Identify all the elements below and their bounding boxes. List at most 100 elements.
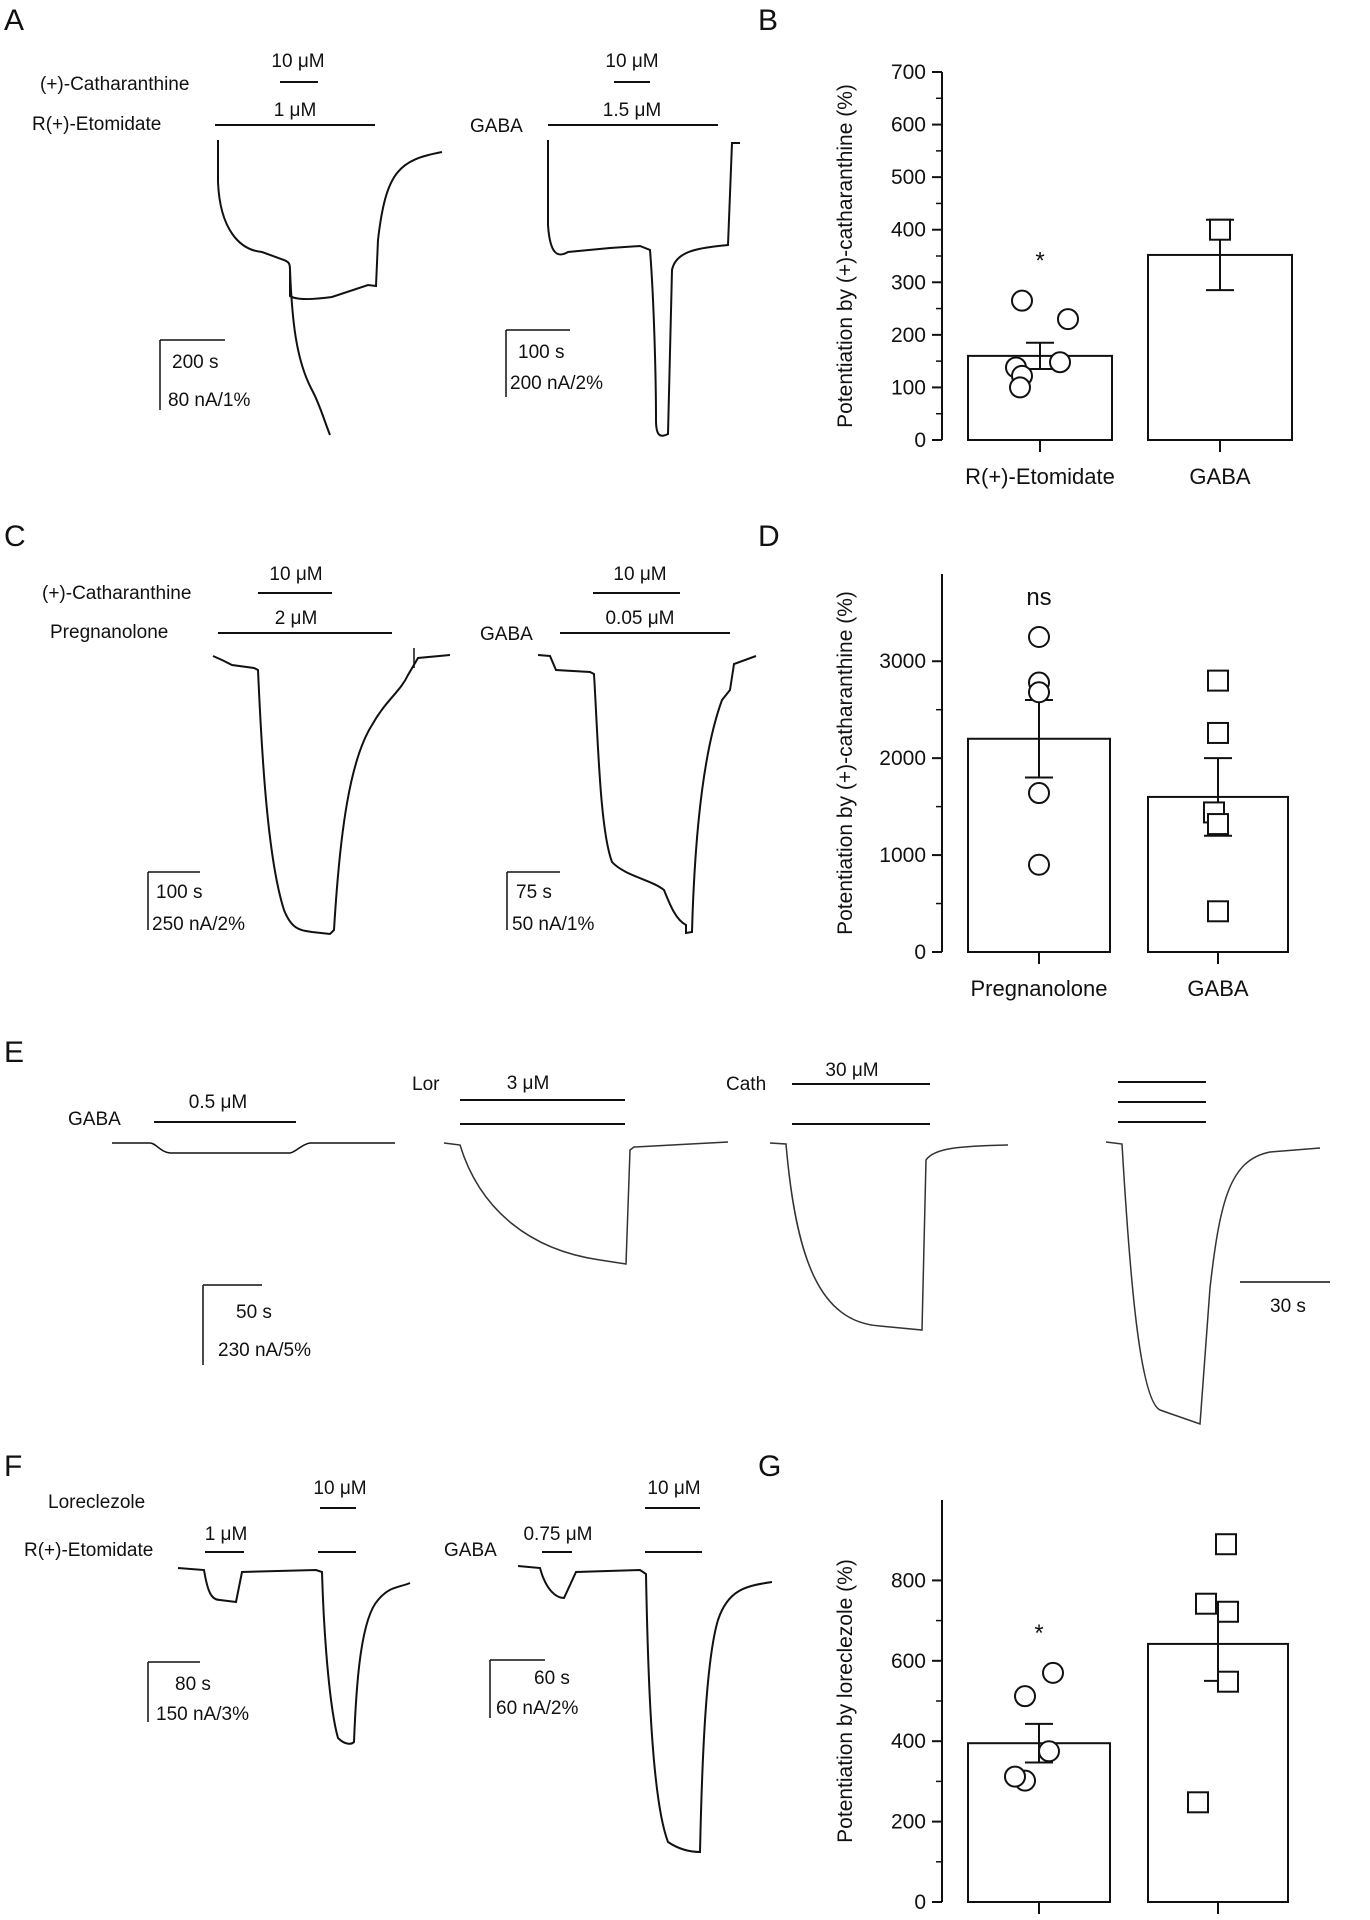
panel-e: GABA 0.5 μM Lor 3 μM Cath 30 μM 50 s 230… [68, 1060, 1330, 1426]
a2-drug-label: GABA [470, 116, 523, 137]
y-tick-label: 400 [891, 1730, 926, 1753]
x-tick-label: Pregnanolone [970, 976, 1107, 1001]
f1-drug-label: R(+)-Etomidate [24, 1540, 153, 1561]
bar [967, 1742, 1111, 1903]
data-point [1009, 376, 1031, 399]
c2-scale-time: 75 s [516, 882, 552, 903]
x-tick-label: GABA [1187, 976, 1248, 1001]
y-axis-label: Potentiation by loreclezole (%) [834, 1559, 857, 1843]
c2-cath-conc: 10 μM [613, 564, 666, 585]
panel-letter-b: B [758, 4, 778, 37]
f2-lor-conc: 10 μM [647, 1478, 700, 1499]
a1-cath-label: (+)-Catharanthine [40, 74, 189, 95]
f1-drug-conc: 1 μM [205, 1524, 248, 1545]
a1-scale-bar [159, 339, 225, 410]
a1-drug-conc: 1 μM [274, 100, 317, 121]
c1-scale-amp: 250 nA/2% [152, 914, 245, 935]
x-tick-label: GABA [1189, 464, 1250, 489]
e-scale-time-right: 30 s [1270, 1296, 1306, 1317]
significance-label: * [1035, 248, 1044, 275]
c2-scale-amp: 50 nA/1% [512, 914, 594, 935]
c2-trace [537, 654, 757, 935]
f2-scale-amp: 60 nA/2% [496, 1698, 578, 1719]
data-point [1207, 721, 1229, 744]
f2-scale-time: 60 s [534, 1668, 570, 1689]
c1-scale-bar [147, 871, 200, 930]
x-tick-label: R(+)-Etomidate [965, 464, 1115, 489]
data-point [1028, 681, 1050, 704]
f1-scale-amp: 150 nA/3% [156, 1704, 249, 1725]
a1-scale-time: 200 s [172, 352, 218, 373]
y-tick-label: 1000 [879, 844, 926, 867]
panel-f: Loreclezole 10 μM R(+)-Etomidate 1 μM 80… [24, 1478, 773, 1854]
data-point [1028, 626, 1050, 648]
chart-g: 0 200 400 600 800 Potentiation by loreclezole… [834, 1500, 1289, 1914]
a1-trace-drop [289, 269, 331, 436]
f2-drug-conc: 0.75 μM [523, 1524, 592, 1545]
data-point [1207, 813, 1229, 836]
panel-letter-d: D [758, 520, 780, 553]
y-tick-label: 200 [891, 1811, 926, 1834]
f1-trace [177, 1567, 411, 1745]
a2-drug-conc: 1.5 μM [603, 100, 661, 121]
data-point [1049, 351, 1071, 374]
c1-cath-conc: 10 μM [269, 564, 322, 585]
data-point [1057, 308, 1079, 331]
e-lor-conc: 3 μM [507, 1073, 550, 1094]
panel-a: (+)-Catharanthine 10 μM R(+)-Etomidate 1… [32, 51, 740, 437]
f1-lor-label: Loreclezole [48, 1492, 145, 1513]
y-axis-label: Potentiation by (+)-catharanthine (%) [834, 591, 857, 935]
e-gaba-label: GABA [68, 1109, 121, 1130]
data-point [1042, 1661, 1064, 1684]
data-point [1195, 1592, 1217, 1615]
e-lor-label: Lor [412, 1074, 440, 1095]
a1-drug-label: R(+)-Etomidate [32, 114, 161, 135]
panel-letter-e: E [4, 1036, 24, 1069]
y-tick-label: 0 [914, 429, 926, 452]
c1-drug-label: Pregnanolone [50, 622, 168, 643]
e-trace-combo [1105, 1141, 1321, 1426]
y-tick-label: 700 [891, 61, 926, 84]
c2-scale-bar [506, 871, 560, 930]
panel-letter-f: F [4, 1450, 22, 1483]
y-tick-label: 0 [914, 1891, 926, 1914]
a2-scale-time: 100 s [518, 342, 564, 363]
y-tick-label: 600 [891, 1650, 926, 1673]
y-axis-label: Potentiation by (+)-catharanthine (%) [834, 84, 857, 428]
f2-scale-bar [489, 1659, 545, 1718]
e-scale-amp: 230 nA/5% [218, 1340, 311, 1361]
panel-c: (+)-Catharanthine 10 μM Pregnanolone 2 μ… [42, 564, 757, 936]
data-point [1011, 289, 1033, 312]
y-tick-label: 800 [891, 1569, 926, 1592]
y-tick-label: 600 [891, 114, 926, 137]
data-point [1207, 669, 1229, 692]
a2-cath-conc: 10 μM [605, 51, 658, 72]
panel-letter-g: G [758, 1450, 781, 1483]
y-tick-label: 200 [891, 324, 926, 347]
significance-label: * [1034, 1620, 1043, 1647]
data-point [1187, 1791, 1209, 1814]
panel-letter-a: A [4, 4, 24, 37]
a1-scale-amp: 80 nA/1% [168, 390, 250, 411]
a1-cath-conc: 10 μM [271, 51, 324, 72]
a2-trace [547, 140, 740, 437]
c1-trace [212, 654, 451, 936]
c1-cath-label: (+)-Catharanthine [42, 583, 191, 604]
data-point [1028, 782, 1050, 805]
e-cath-label: Cath [726, 1074, 766, 1095]
data-point [1038, 1740, 1060, 1763]
data-point [1014, 1685, 1036, 1708]
data-point [1028, 853, 1050, 876]
a1-trace [217, 140, 443, 301]
y-tick-label: 2000 [879, 747, 926, 770]
f1-lor-conc: 10 μM [313, 1478, 366, 1499]
y-tick-label: 300 [891, 271, 926, 294]
data-point [1209, 218, 1231, 241]
e-gaba-conc: 0.5 μM [189, 1092, 247, 1113]
f2-trace [517, 1565, 773, 1854]
data-point [1004, 1765, 1026, 1788]
c1-drug-conc: 2 μM [275, 608, 318, 629]
y-tick-label: 500 [891, 166, 926, 189]
